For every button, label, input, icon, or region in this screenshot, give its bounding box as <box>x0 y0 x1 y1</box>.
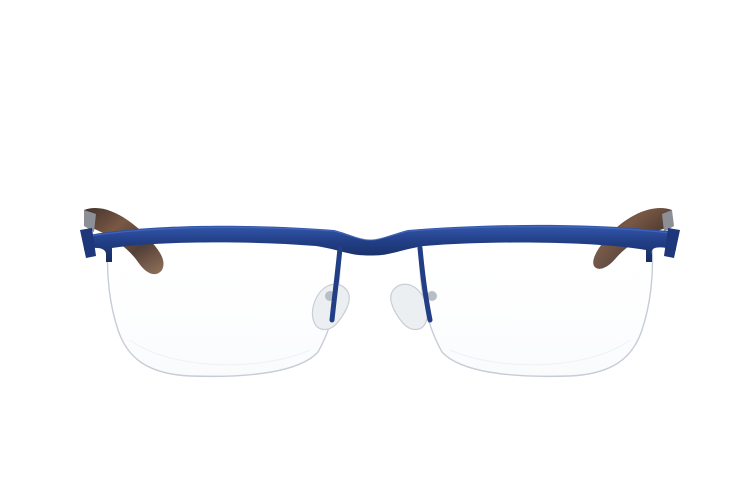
nose-pads <box>311 283 437 331</box>
frame-front <box>80 224 680 323</box>
lens-highlights <box>129 339 631 366</box>
right-lens <box>418 237 654 378</box>
left-lens <box>106 237 342 378</box>
